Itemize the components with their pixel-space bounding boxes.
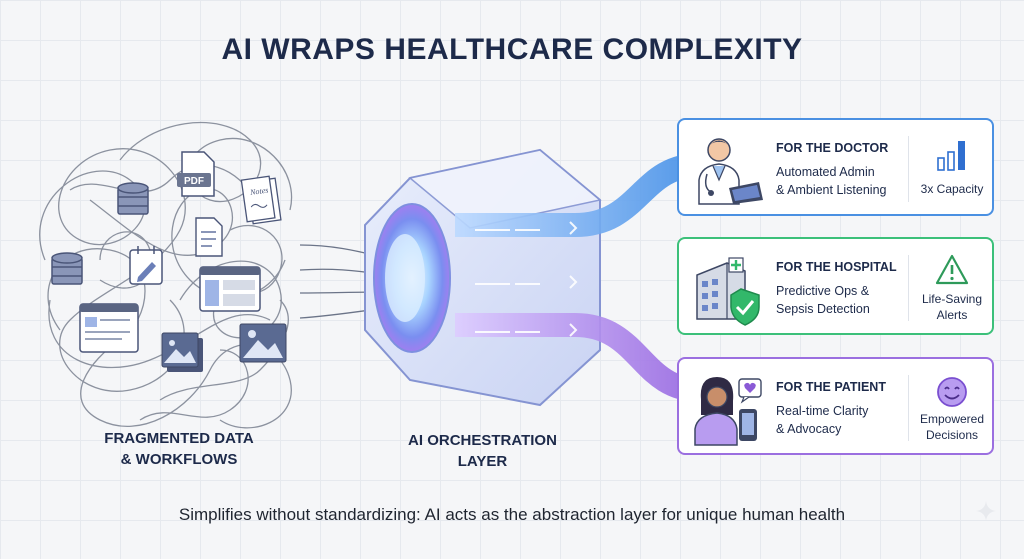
metric-line: Alerts [936,308,968,322]
pdf-document-icon: PDF [177,151,215,197]
caption-line: FRAGMENTED DATA [104,430,254,447]
card-heading: FOR THE HOSPITAL [776,260,897,274]
desc-line: & Advocacy [776,422,842,436]
card-divider [908,375,909,441]
desc-line: & Ambient Listening [776,183,887,197]
doctor-laptop-icon [698,138,763,205]
caption-line: & WORKFLOWS [120,451,238,468]
card-metric: Empowered Decisions [910,411,994,443]
desc-line: Real-time Clarity [776,404,869,418]
card-divider [908,136,909,202]
desc-line: Automated Admin [776,165,875,179]
card-divider [908,255,909,321]
notes-label: Notes [249,186,269,198]
smiley-face-icon [937,377,967,407]
fragmented-data-caption: FRAGMENTED DATA & WORKFLOWS [94,428,264,470]
browser-window-icon [199,266,261,312]
dashboard-window-icon [79,303,139,353]
edit-calendar-icon [129,246,163,285]
database-icon [51,252,83,285]
database-icon [117,182,149,215]
patient-phone-icon [694,377,762,446]
metric-line: Empowered [919,412,985,426]
pdf-label: PDF [184,176,204,187]
card-description: Real-time Clarity & Advocacy [776,402,868,438]
card-metric: Life-Saving Alerts [910,291,994,323]
metric-line: 3x Capacity [920,182,984,196]
doctor-card: FOR THE DOCTOR Automated Admin & Ambient… [677,118,994,216]
footer-tagline: Simplifies without standardizing: AI act… [178,505,846,524]
hospital-shield-icon [696,257,760,326]
list-document-icon [195,217,223,257]
desc-line: Sepsis Detection [776,302,870,316]
metric-line: Life-Saving [921,292,983,306]
card-description: Predictive Ops & Sepsis Detection [776,282,870,318]
bar-growth-icon [937,141,965,171]
ai-orchestration-caption: AI ORCHESTRATION LAYER [390,430,575,472]
caption-line: LAYER [457,453,508,470]
desc-line: Predictive Ops & [776,284,870,298]
image-stack-icon [161,332,203,372]
sparkle-icon [976,501,996,521]
caption-line: AI ORCHESTRATION [408,432,557,449]
card-heading: FOR THE PATIENT [776,380,886,394]
notes-document-icon: Notes [240,175,282,225]
card-heading: FOR THE DOCTOR [776,141,889,155]
alert-warning-icon [935,254,969,285]
card-metric: 3x Capacity [910,181,994,197]
metric-line: Decisions [925,428,979,442]
image-icon [239,323,287,363]
card-description: Automated Admin & Ambient Listening [776,163,887,199]
patient-card: FOR THE PATIENT Real-time Clarity & Advo… [677,357,994,455]
hospital-card: FOR THE HOSPITAL Predictive Ops & Sepsis… [677,237,994,335]
page-title: AI WRAPS HEALTHCARE COMPLEXITY [221,33,803,66]
